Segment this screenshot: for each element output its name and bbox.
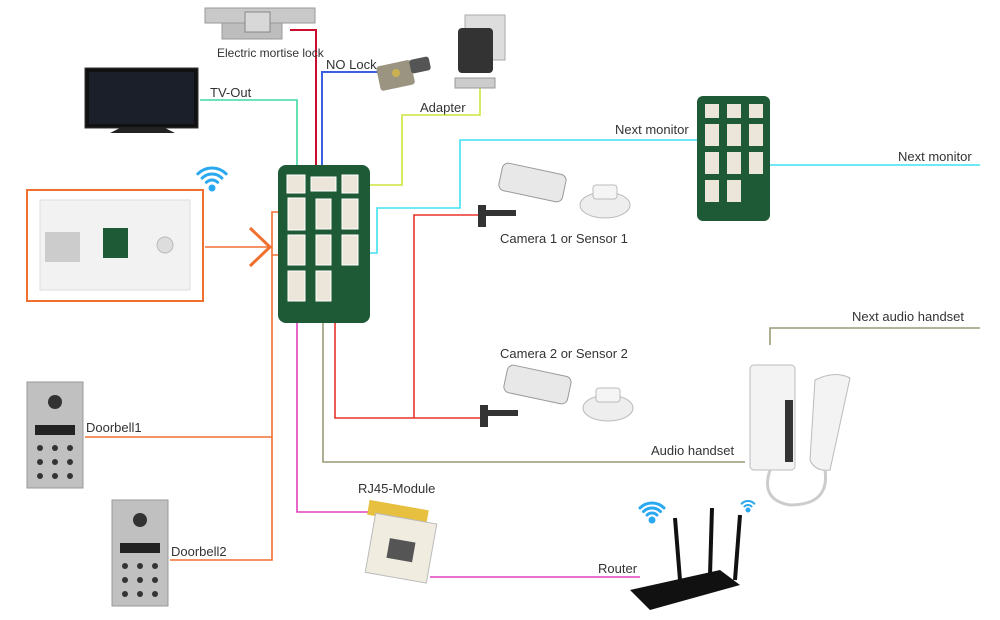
doorbell-2-image xyxy=(111,499,169,607)
tv-image xyxy=(84,67,199,133)
label-router: Router xyxy=(598,561,638,576)
audio-handset-image xyxy=(749,364,851,507)
wifi-icon xyxy=(196,166,228,192)
wire-next-audio xyxy=(769,327,980,345)
monitor-back-image xyxy=(26,189,204,302)
label-next-audio-handset: Next audio handset xyxy=(852,309,964,324)
label-adapter: Adapter xyxy=(420,100,466,115)
label-tv-out: TV-Out xyxy=(210,85,252,100)
arrow-icon xyxy=(248,226,273,268)
label-doorbell2: Doorbell2 xyxy=(171,544,227,559)
camera-2-image xyxy=(480,364,572,427)
next-monitor-board xyxy=(697,96,770,221)
label-no-lock: NO Lock xyxy=(326,57,377,72)
label-audio-handset: Audio handset xyxy=(651,443,735,458)
wire-rj45 xyxy=(296,290,368,513)
sensor-2-image xyxy=(582,387,634,422)
wifi-icon xyxy=(638,501,666,524)
label-rj45: RJ45-Module xyxy=(358,481,435,496)
wire-audio xyxy=(322,290,745,463)
label-next-monitor-right: Next monitor xyxy=(898,149,972,164)
router-image xyxy=(630,507,742,610)
doorbell-1-image xyxy=(26,381,84,489)
label-doorbell1: Doorbell1 xyxy=(86,420,142,435)
wire-next-monitor xyxy=(350,139,700,254)
sensor-1-image xyxy=(579,184,631,219)
wire-no-lock xyxy=(321,71,380,184)
wire-adapter xyxy=(352,88,481,186)
label-next-monitor: Next monitor xyxy=(615,122,689,137)
rj45-module-image xyxy=(364,499,438,584)
adapter-image xyxy=(454,14,506,89)
main-circuit-board xyxy=(278,165,370,323)
electric-mortise-lock-image xyxy=(204,7,316,40)
wire-mortise-lock xyxy=(290,29,317,184)
camera-1-image xyxy=(478,162,567,227)
no-lock-image xyxy=(376,56,431,91)
label-electric-mortise-lock: Electric mortise lock xyxy=(217,46,325,60)
wire-tv-out xyxy=(200,99,298,184)
label-camera-1: Camera 1 or Sensor 1 xyxy=(500,231,628,246)
label-camera-2: Camera 2 or Sensor 2 xyxy=(500,346,628,361)
wifi-icon xyxy=(740,500,756,513)
wire-camera-1 xyxy=(413,214,480,418)
